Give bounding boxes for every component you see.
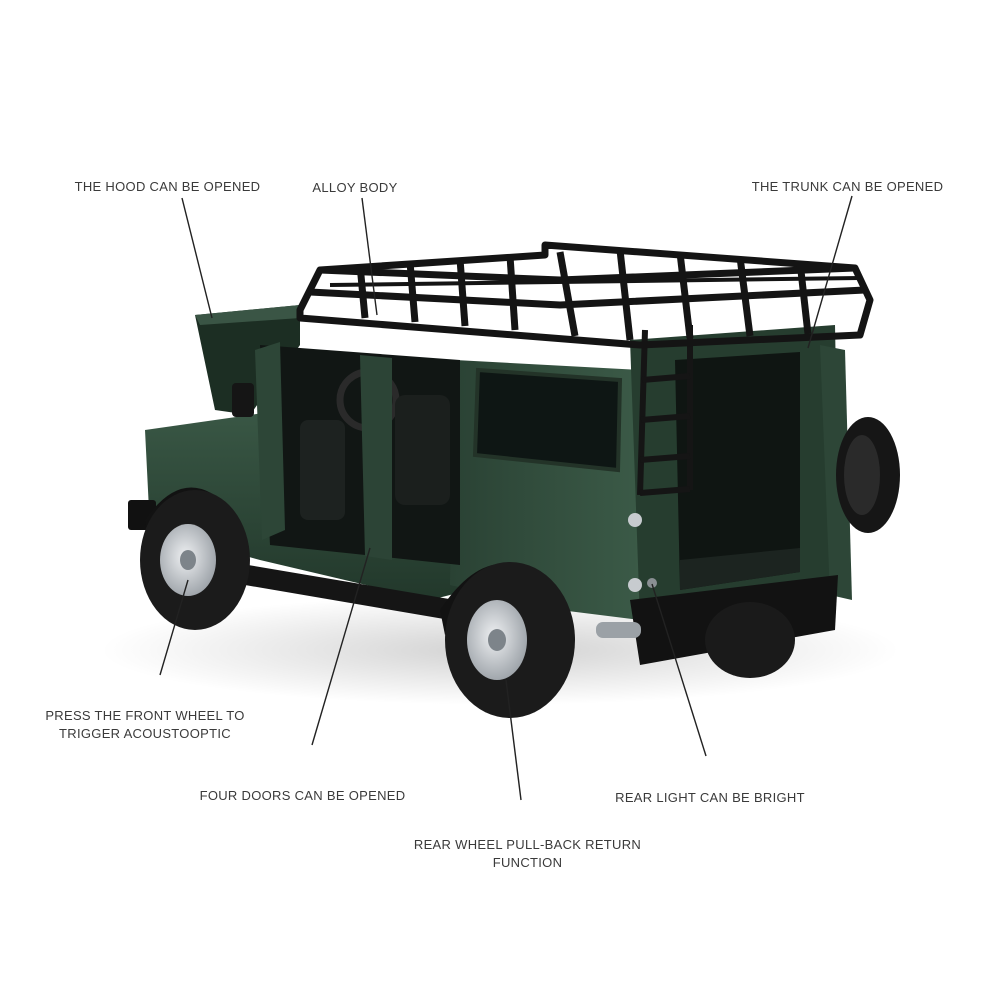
annotation-hood-text: THE HOOD CAN BE OPENED: [74, 179, 261, 194]
leader-line-front-wheel: [159, 579, 189, 676]
rear-wheel: [445, 562, 575, 718]
leader-line-alloy: [361, 197, 378, 316]
rear-ladder: [637, 325, 693, 496]
annotation-rear-wheel-line1: REAR WHEEL PULL-BACK RETURN: [413, 837, 642, 852]
annotation-front-wheel: PRESS THE FRONT WHEEL TO TRIGGER ACOUSTO…: [25, 707, 265, 743]
annotation-rear-light-text: REAR LIGHT CAN BE BRIGHT: [615, 790, 805, 805]
open-front-door: [255, 342, 285, 540]
rear-light-upper: [628, 513, 642, 527]
open-trunk-door: [820, 345, 852, 600]
annotation-alloy-body: ALLOY BODY: [300, 179, 410, 197]
far-rear-wheel: [705, 602, 795, 678]
side-step: [245, 565, 455, 620]
leader-lines: [159, 195, 853, 801]
front-wheel: [140, 490, 250, 630]
open-rear-door: [360, 355, 392, 560]
annotation-rear-wheel: REAR WHEEL PULL-BACK RETURN FUNCTION: [395, 836, 660, 872]
exhaust-pipe: [596, 622, 641, 638]
side-mirror: [232, 383, 254, 417]
annotation-rear-light: REAR LIGHT CAN BE BRIGHT: [600, 789, 820, 807]
annotation-alloy-body-text: ALLOY BODY: [312, 180, 398, 195]
annotation-front-wheel-line1: PRESS THE FRONT WHEEL TO: [45, 708, 245, 723]
annotation-trunk: THE TRUNK CAN BE OPENED: [735, 178, 960, 196]
annotation-doors-text: FOUR DOORS CAN BE OPENED: [199, 788, 406, 803]
leader-line-rear-wheel: [505, 679, 522, 801]
roof-rack: [296, 241, 874, 349]
rear-light-left: [628, 578, 642, 592]
side-window: [472, 367, 623, 473]
annotation-trunk-text: THE TRUNK CAN BE OPENED: [751, 179, 944, 194]
leader-line-doors: [311, 547, 371, 746]
annotation-doors: FOUR DOORS CAN BE OPENED: [185, 787, 420, 805]
trunk-opening: [675, 352, 800, 590]
annotation-front-wheel-line2: TRIGGER ACOUSTOOPTIC: [59, 726, 231, 741]
leader-line-hood: [181, 197, 213, 319]
open-hood: [195, 305, 300, 415]
leader-line-trunk: [807, 195, 853, 349]
annotation-rear-wheel-line2: FUNCTION: [492, 855, 563, 870]
leader-line-rear-light: [651, 583, 707, 757]
annotation-hood: THE HOOD CAN BE OPENED: [60, 178, 275, 196]
trunk-floor: [680, 548, 800, 590]
